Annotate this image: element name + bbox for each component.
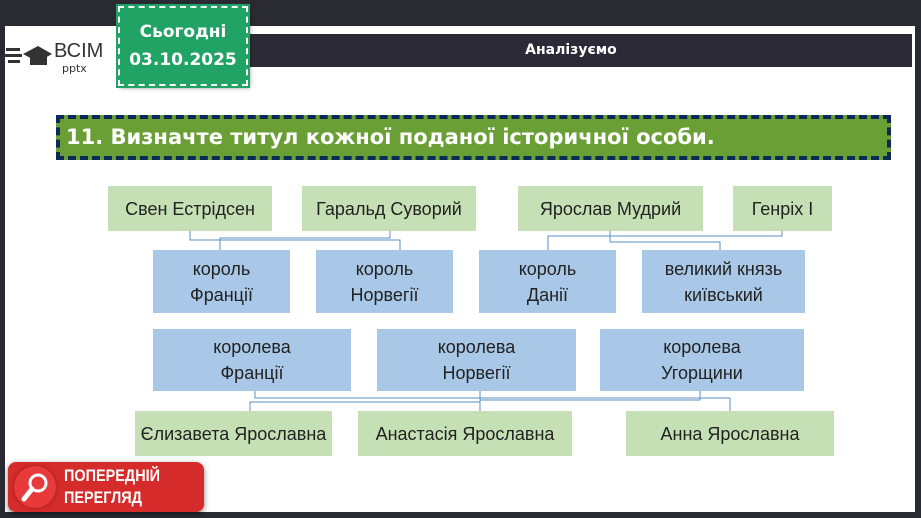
logo-subtext: pptx [62,62,87,75]
header-bar: Аналізуємо [250,34,912,67]
section-title: Аналізуємо [525,42,617,58]
preview-badge[interactable]: ПОПЕРЕДНІЙ ПЕРЕГЛЯД [8,462,204,512]
title-line: Франції [220,363,284,383]
graduation-cap-icon [4,46,52,65]
title-line: київський [684,284,763,305]
title-line: король [355,258,414,279]
person-yaroslav[interactable]: Ярослав Мудрий [518,186,703,231]
preview-line1: ПОПЕРЕДНІЙ [64,466,161,485]
title-grand-prince-kyiv[interactable]: великий князь київський [642,250,805,313]
person-anastasia[interactable]: Анастасія Ярославна [358,411,572,456]
date-badge: Сьогодні 03.10.2025 [116,4,250,88]
magnifier-icon [14,466,56,508]
title-line: Угорщини [661,363,743,383]
date-value: 03.10.2025 [129,50,237,70]
title-line: великий князь [664,258,783,279]
person-anna[interactable]: Анна Ярославна [626,411,834,456]
title-line: королева [213,337,291,357]
title-line: Норвегії [350,284,419,305]
title-line: королева [663,337,741,357]
title-line: король [192,258,251,279]
preview-line2: ПЕРЕГЛЯД [64,488,142,507]
person-yelyzaveta[interactable]: Єлизавета Ярославна [135,411,332,456]
title-line: король [518,258,577,279]
logo-text: ВСІМ [54,40,104,62]
task-title: 11. Визначте титул кожної поданої істори… [56,115,891,160]
date-label: Сьогодні [139,22,227,42]
title-line: Данії [526,284,569,305]
title-line: королева [437,337,516,357]
person-harald[interactable]: Гаральд Суворий [302,186,476,231]
logo: ВСІМ pptx [4,40,110,80]
person-henry[interactable]: Генріх I [733,186,832,231]
title-line: Норвегії [442,363,511,383]
person-sven[interactable]: Свен Естрідсен [108,186,272,231]
title-line: Франції [190,284,253,305]
